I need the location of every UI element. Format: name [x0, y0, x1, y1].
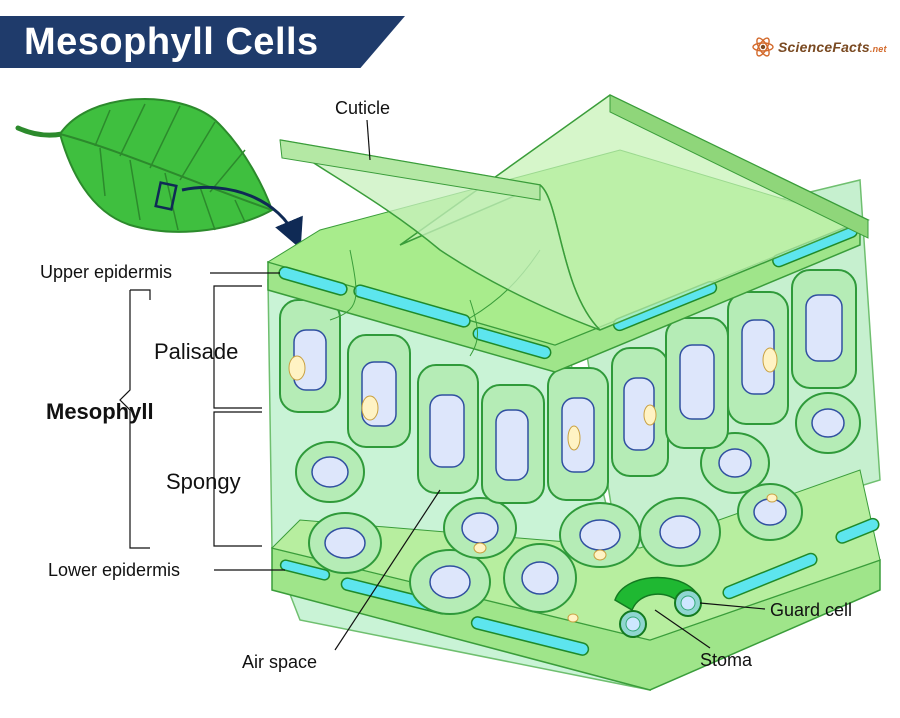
- label-stoma: Stoma: [700, 650, 753, 670]
- label-palisade: Palisade: [154, 339, 239, 364]
- mesophyll-block: [266, 94, 881, 691]
- spongy-cells: [295, 392, 861, 623]
- palisade-cells: [279, 269, 857, 504]
- stoma: [614, 576, 702, 638]
- leader-lines: [119, 119, 766, 651]
- cuticle-layer: [279, 94, 870, 331]
- atom-icon: [752, 37, 774, 57]
- label-air-space: Air space: [242, 652, 318, 672]
- brand-name: ScienceFacts.net: [778, 39, 887, 55]
- label-upper-epidermis: Upper epidermis: [40, 262, 173, 282]
- page-title: Mesophyll Cells: [24, 21, 319, 63]
- label-mesophyll: Mesophyll: [46, 399, 154, 424]
- label-lower-epidermis: Lower epidermis: [48, 560, 181, 580]
- label-guard-cell: Guard cell: [770, 600, 853, 620]
- title-banner: [0, 16, 405, 68]
- brand-logo: ScienceFacts.net: [752, 36, 887, 58]
- label-spongy: Spongy: [166, 469, 241, 494]
- label-cuticle: Cuticle: [335, 98, 391, 118]
- leaf-icon: [15, 98, 274, 233]
- zoom-arrow: [181, 185, 303, 250]
